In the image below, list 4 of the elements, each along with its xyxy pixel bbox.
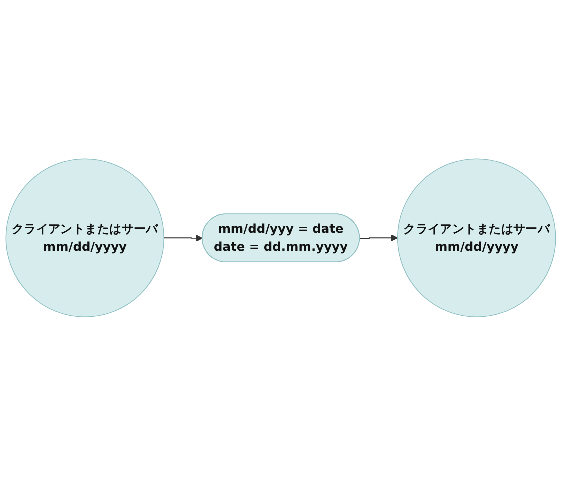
- node-circle: クライアントまたはサーバ mm/dd/yyyy: [6, 159, 165, 318]
- arrow: [360, 235, 398, 242]
- node-circle: クライアントまたはサーバ mm/dd/yyyy: [397, 159, 556, 318]
- arrow: [164, 235, 203, 242]
